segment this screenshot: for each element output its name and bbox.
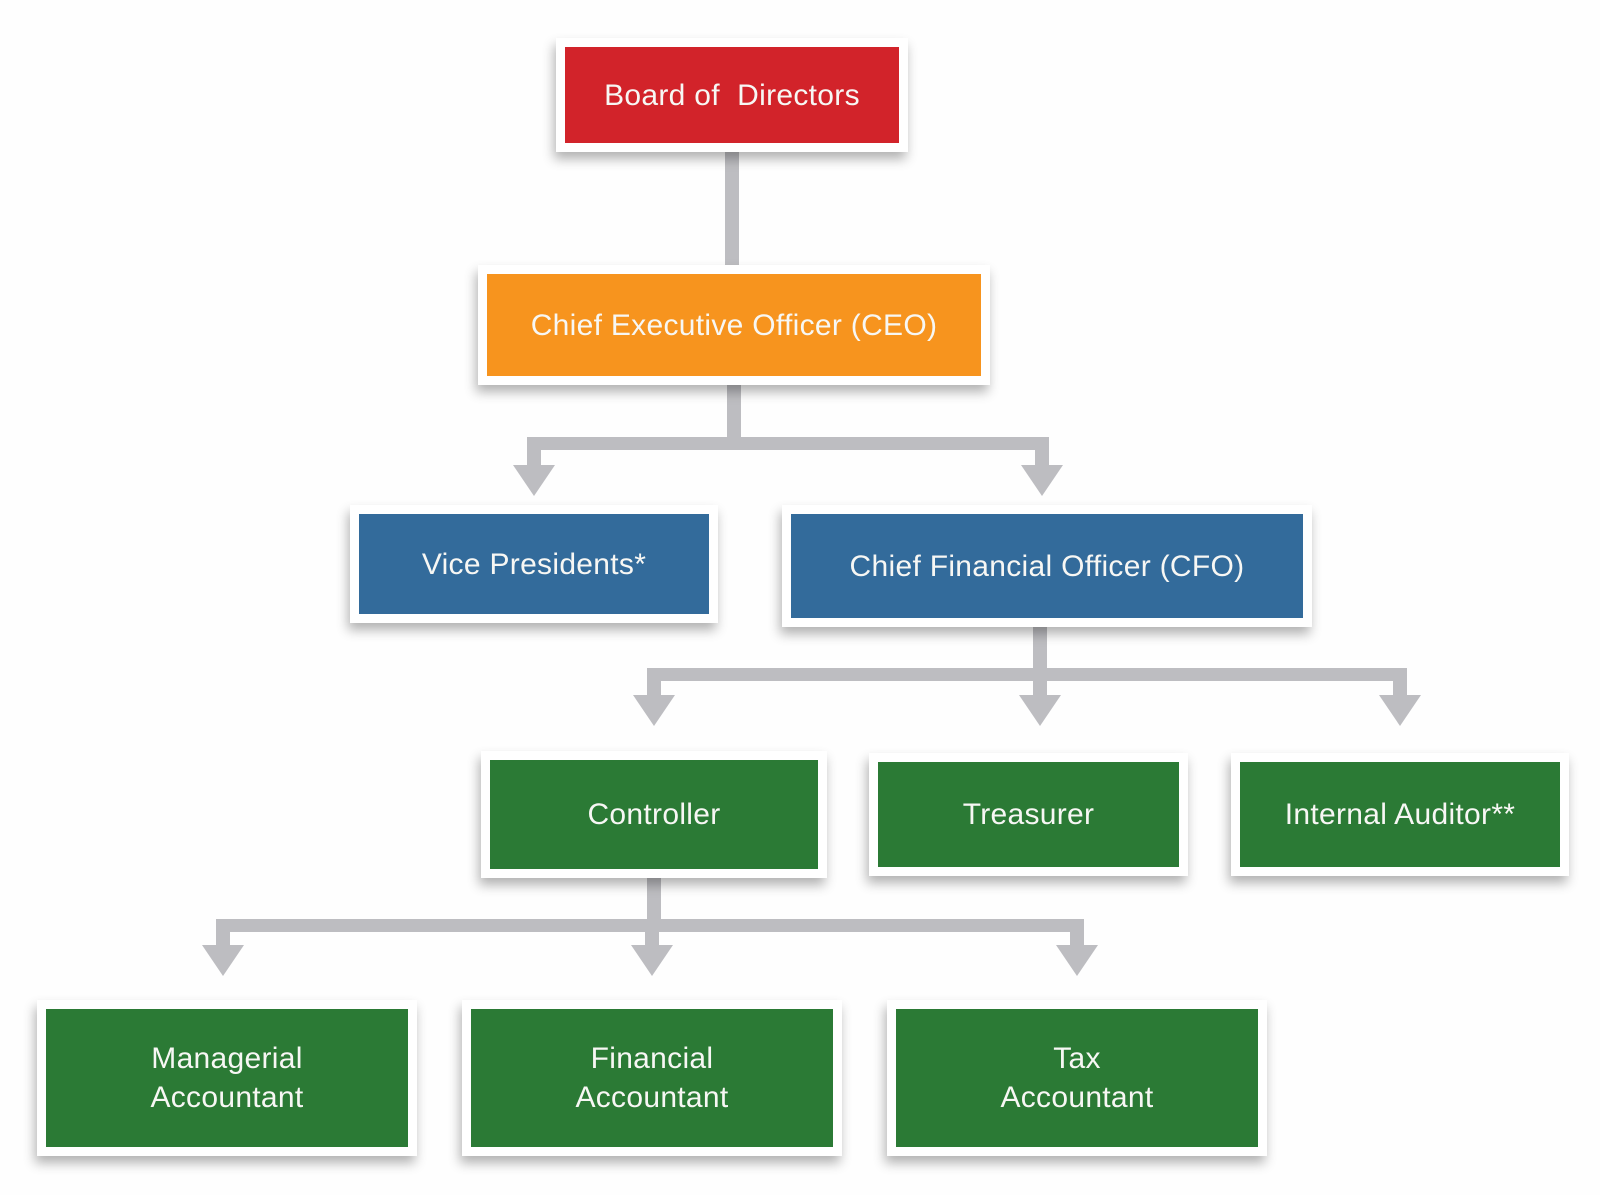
vice-presidents-label: Vice Presidents* (421, 547, 647, 581)
connector-to-managerial-drop (216, 932, 230, 947)
ceo-box: Chief Executive Officer (CEO) (487, 274, 981, 376)
connector-cfo-to-treasurer-drop (1033, 681, 1047, 697)
connector-controller-branch-bar (216, 919, 1084, 932)
cfo-label: Chief Financial Officer (CFO) (849, 549, 1245, 583)
board-of-directors-box: Board of Directors (565, 47, 899, 143)
org-node-treasurer: Treasurer (869, 753, 1188, 876)
financial-accountant-box: Financial Accountant (471, 1009, 833, 1147)
financial-accountant-label: Financial Accountant (575, 1042, 729, 1114)
connector-ceo-to-vp-drop (527, 450, 541, 467)
org-node-cfo: Chief Financial Officer (CFO) (782, 505, 1312, 627)
org-node-ceo: Chief Executive Officer (CEO) (478, 265, 990, 385)
internal-auditor-label: Internal Auditor** (1284, 798, 1516, 831)
connector-cfo-to-internal-auditor-drop (1393, 681, 1407, 697)
managerial-accountant-label: Managerial Accountant (150, 1042, 304, 1114)
arrowhead-to-vice-presidents (513, 465, 555, 496)
connector-to-tax-drop (1070, 932, 1084, 947)
org-node-controller: Controller (481, 751, 827, 878)
connector-to-financial-drop (645, 932, 659, 947)
org-node-managerial-accountant: Managerial Accountant (37, 1000, 417, 1156)
controller-label: Controller (587, 798, 721, 831)
controller-box: Controller (490, 760, 818, 869)
arrowhead-to-tax-accountant (1056, 945, 1098, 976)
connector-ceo-branch-bar (527, 437, 1049, 450)
arrowhead-to-internal-auditor (1379, 695, 1421, 726)
tax-accountant-label: Tax Accountant (1000, 1042, 1154, 1114)
ceo-label: Chief Executive Officer (CEO) (530, 308, 938, 342)
treasurer-box: Treasurer (878, 762, 1179, 867)
connector-cfo-to-controller-drop (647, 681, 661, 697)
connector-cfo-branch-stem (1033, 625, 1047, 675)
arrowhead-to-financial-accountant (631, 945, 673, 976)
org-node-financial-accountant: Financial Accountant (462, 1000, 842, 1156)
org-node-board-of-directors: Board of Directors (556, 38, 908, 152)
org-node-tax-accountant: Tax Accountant (887, 1000, 1267, 1156)
board-of-directors-label: Board of Directors (604, 78, 860, 112)
arrowhead-to-managerial-accountant (202, 945, 244, 976)
org-node-internal-auditor: Internal Auditor** (1231, 753, 1569, 876)
managerial-accountant-box: Managerial Accountant (46, 1009, 408, 1147)
org-node-vice-presidents: Vice Presidents* (350, 505, 718, 623)
connector-ceo-branch-stem (727, 383, 741, 443)
tax-accountant-box: Tax Accountant (896, 1009, 1258, 1147)
arrowhead-to-treasurer (1019, 695, 1061, 726)
connector-controller-branch-stem (647, 876, 661, 926)
vice-presidents-box: Vice Presidents* (359, 514, 709, 614)
cfo-box: Chief Financial Officer (CFO) (791, 514, 1303, 618)
connector-ceo-to-cfo-drop (1035, 450, 1049, 467)
arrowhead-to-cfo (1021, 465, 1063, 496)
connector-cfo-branch-bar (647, 668, 1407, 681)
arrowhead-to-controller (633, 695, 675, 726)
connector-board-to-ceo-stem (725, 148, 739, 268)
internal-auditor-box: Internal Auditor** (1240, 762, 1560, 867)
treasurer-label: Treasurer (962, 798, 1095, 831)
